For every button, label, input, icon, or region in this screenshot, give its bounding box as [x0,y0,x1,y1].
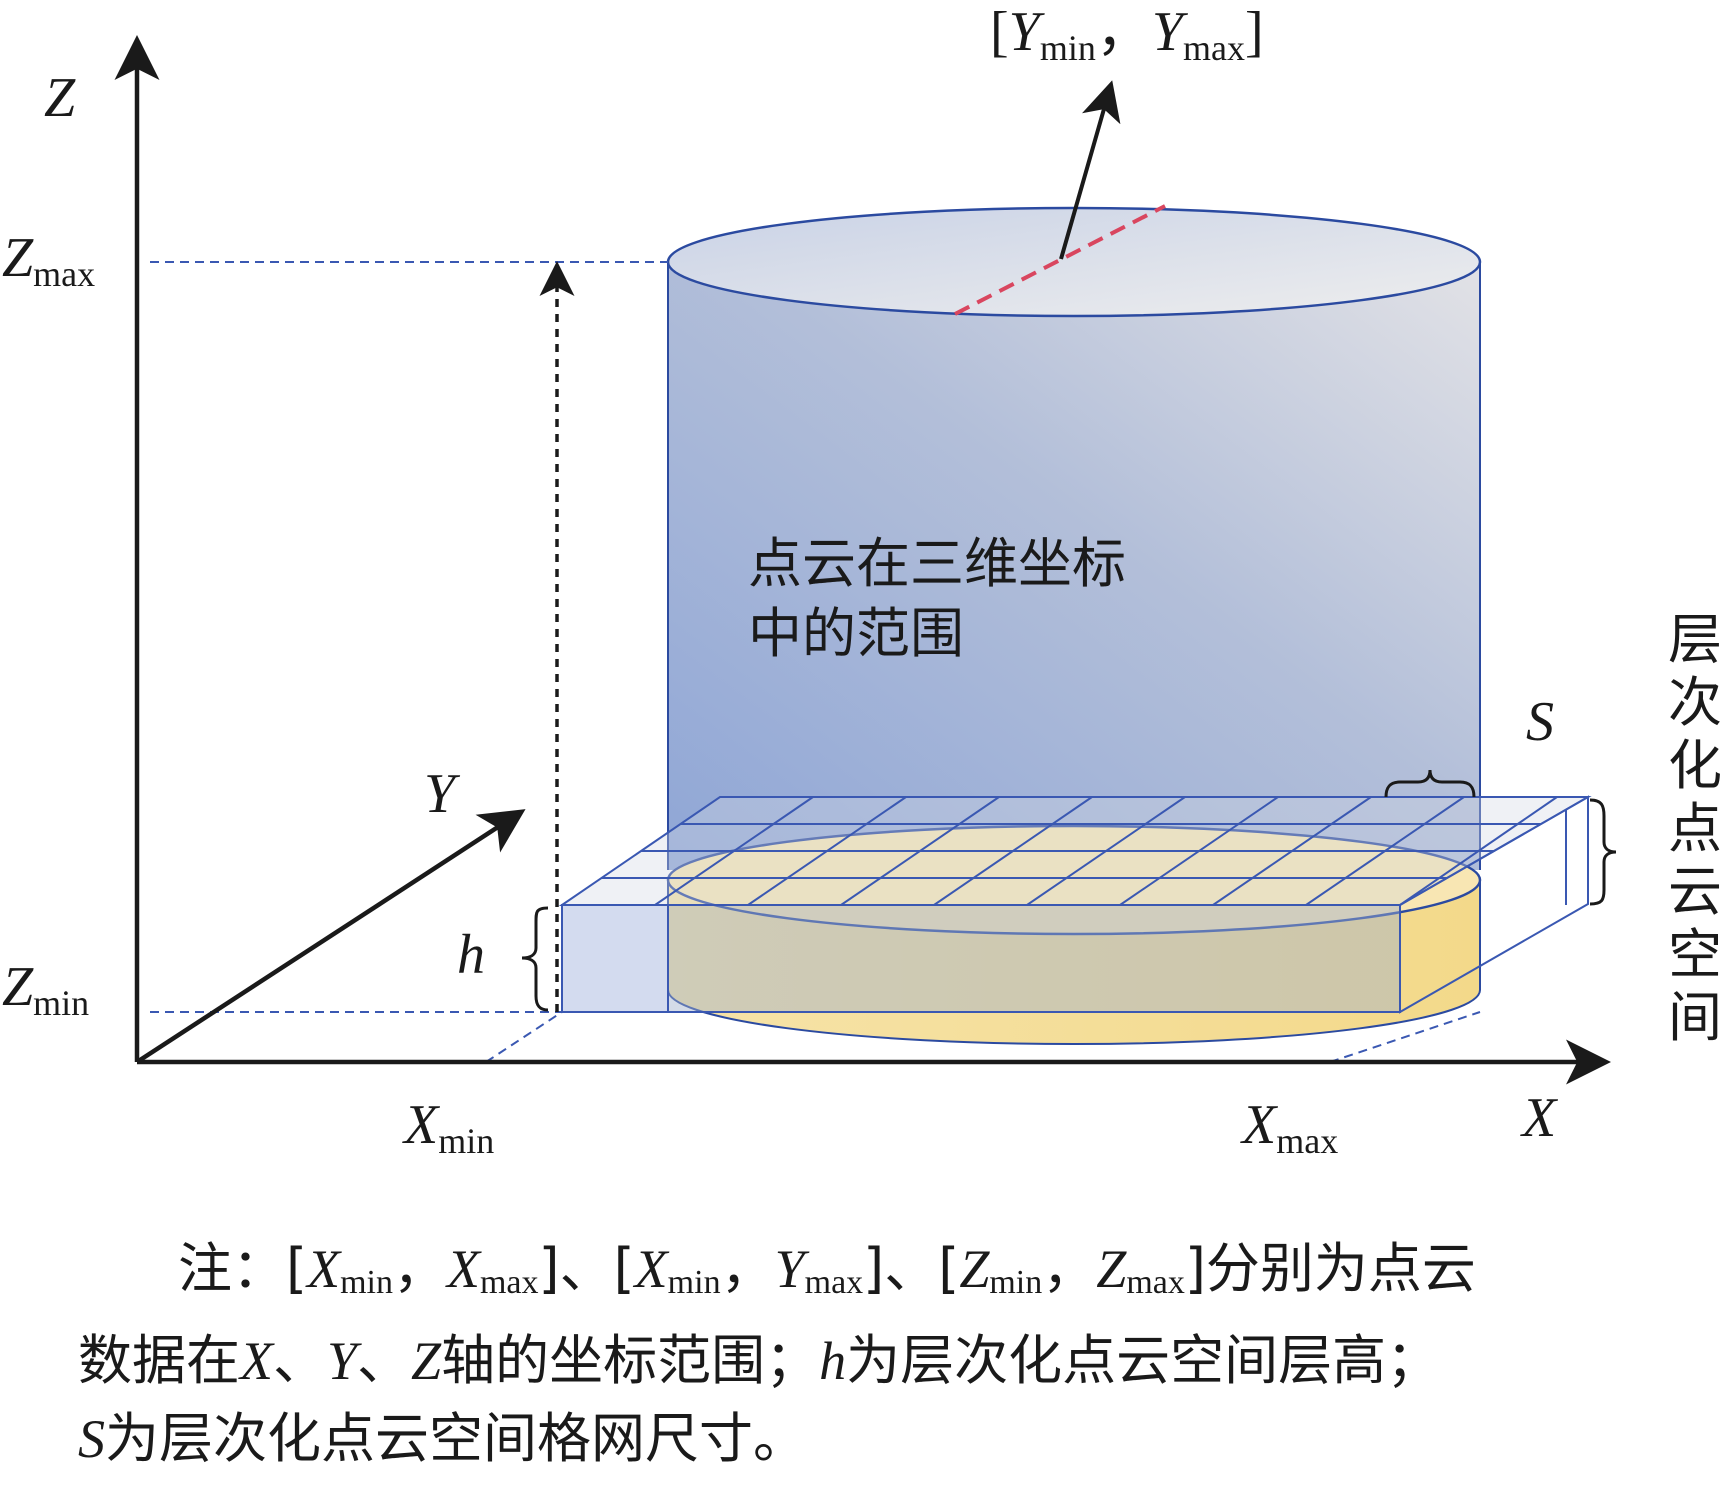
side-char: 间 [1668,986,1722,1049]
side-char: 空 [1668,923,1722,986]
side-char: 层 [1668,608,1722,671]
xmax-guide [1329,1011,1481,1063]
s-label: S [1526,691,1554,753]
zmin-label: Zmin [2,956,89,1023]
grid-col-line [654,796,814,906]
axes [114,35,1611,1085]
hierarchical-grid-box [558,795,1592,1014]
grid-col-line [747,796,907,906]
cylinder-top-ellipse [666,206,1482,318]
grid-col-line [1212,796,1372,906]
layer-height-brace [1589,798,1617,906]
note-line-2: 数据在X、Y、Z轴的坐标范围；h为层次化点云空间层高； [78,1329,1441,1392]
xmax-label: Xmax [1240,1094,1338,1161]
grid-col-line [840,796,1000,906]
grid-box-right-face [1399,795,1589,1014]
layer-slice-top [666,824,1482,936]
y-axis-label: Y [424,763,461,825]
s-brace [1384,769,1476,798]
side-char: 化 [1668,734,1722,797]
cylinder-caption-line2: 中的范围 [748,602,964,665]
h-brace [521,906,549,1012]
note-line-3: S为层次化点云空间格网尺寸。 [78,1407,807,1470]
bound-labels: Zmax Zmin Xmin Xmax [Ymin，Ymax] [2,1,1338,1161]
braces [521,769,1617,1012]
xmin-label: Xmin [402,1094,494,1161]
axis-labels: Z Y X [44,67,1559,1149]
side-vertical-label: 层 次 化 点 云 空 间 [1668,608,1722,1049]
point-cloud-layer-slice [666,824,1482,1045]
figure-note: 注：[Xmin，Xmax]、[Xmin，Ymax]、[Zmin，Zmax]分别为… [78,1230,1708,1478]
grid-col-line [1026,796,1186,906]
x-axis-label: X [1520,1087,1559,1149]
y-range-label: [Ymin，Ymax] [990,1,1264,68]
point-cloud-cylinder [666,80,1482,870]
h-label: h [457,924,485,986]
y-axis [135,809,526,1064]
grid-col-line [933,796,1093,906]
side-char: 点 [1668,797,1722,860]
zmax-label: Zmax [2,227,95,294]
y-range-arrow [1059,80,1121,260]
y-range-dashed-line [954,204,1166,316]
side-char: 次 [1668,671,1722,734]
cylinder-caption-line1: 点云在三维坐标 [748,532,1126,595]
grid-box-left-face [561,904,669,1013]
grid-lines [601,796,1558,906]
grid-col-line [1399,796,1558,906]
z-axis-label: Z [44,67,76,129]
xmin-guide [485,1011,563,1063]
side-char: 云 [1668,860,1722,923]
grid-box-front [561,904,1401,1013]
note-line-1: 注：[Xmin，Xmax]、[Xmin，Ymax]、[Zmin，Zmax]分别为… [178,1237,1476,1301]
guide-lines [150,261,1481,1063]
cylinder-body [668,262,1480,870]
grid-col-line [1305,796,1465,906]
grid-col-line [1119,796,1279,906]
